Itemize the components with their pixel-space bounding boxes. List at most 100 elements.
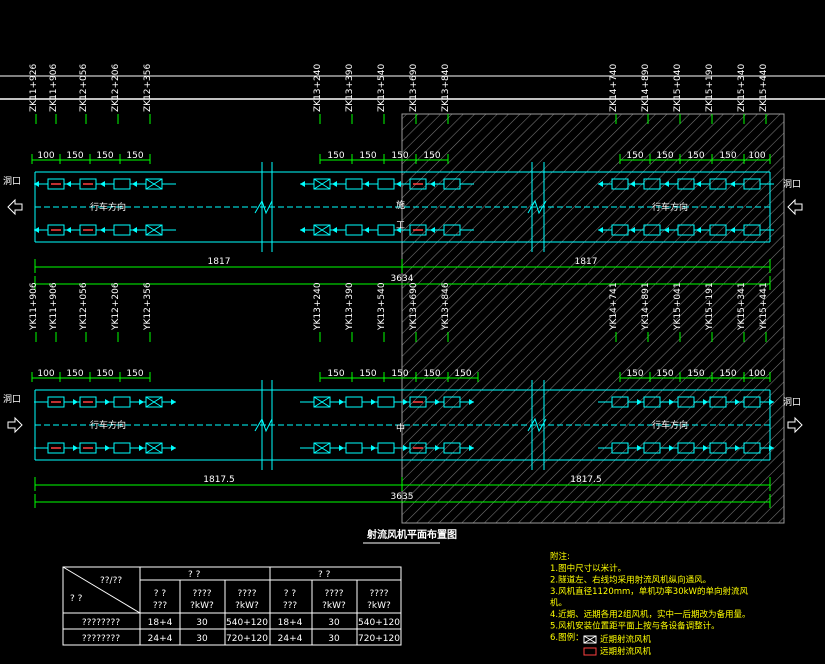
upper-left-spacing-label: 150 (126, 151, 143, 161)
lower-row2-left-fan (113, 442, 131, 454)
note-line: 4.近期、远期各用2组风机，实中一后期改为备用量。 (550, 609, 751, 620)
legend-near-term-fan-label: 近期射流风机 (600, 634, 652, 645)
table-subheader: ???? (324, 589, 343, 599)
upper-span-right: 1817 (575, 257, 598, 267)
upper-portal-arrow-left (7, 198, 23, 216)
upper-left-spacing-label: 100 (37, 151, 54, 161)
hatch-label-3: 中 (396, 422, 405, 434)
upper-left-station-label: ZK11+926 (29, 63, 39, 112)
upper-right-spacing-label: 150 (687, 151, 704, 161)
table-cell: 540+120 (358, 618, 400, 628)
table-cell: 24+4 (278, 634, 303, 644)
lower-right-spacing-label: 100 (748, 369, 765, 379)
lower-right-spacing-label: 150 (719, 369, 736, 379)
lower-row2-mid-fan (377, 442, 395, 454)
upper-right-station-label: ZK15+340 (737, 63, 747, 112)
upper-mid-station-label: ZK13+690 (409, 63, 419, 112)
table-cell: 30 (328, 634, 340, 644)
drawing-title: 射流风机平面布置图 (366, 528, 457, 541)
table-cell: 18+4 (148, 618, 173, 628)
lower-mid-spacing-label: 150 (327, 369, 344, 379)
upper-portal-label-left: 洞口 (3, 176, 21, 187)
upper-portal-arrow-right (787, 198, 803, 216)
lower-portal-arrow-right (787, 416, 803, 434)
lower-mid-station-label: YK13+690 (409, 282, 419, 331)
table-cell: 30 (196, 618, 208, 628)
lower-right-station-label: YK15+041 (673, 282, 683, 331)
legend-near-term-fan-symbol (583, 635, 597, 644)
hatch-label-1: 施 (396, 199, 405, 211)
upper-right-station-label: ZK15+440 (759, 63, 769, 112)
lower-mid-spacing-label: 150 (391, 369, 408, 379)
note-line: 5.风机安装位置距平面上按与各设备调整计。 (550, 621, 720, 632)
lower-right-spacing-label: 150 (687, 369, 704, 379)
lower-mid-spacing-label: 150 (423, 369, 440, 379)
lower-left-station-label: YK11+906 (49, 282, 59, 331)
lower-mid-spacing-label: 150 (359, 369, 376, 379)
upper-row2-mid-fan (345, 224, 363, 236)
upper-right-spacing-label: 150 (656, 151, 673, 161)
table-corner-top: ??/?? (100, 576, 122, 586)
table-subheader-unit: ??? (283, 601, 298, 611)
table-cell: 720+120 (358, 634, 400, 644)
lower-right-station-label: YK14+741 (609, 282, 619, 331)
upper-right-spacing-label: 100 (748, 151, 765, 161)
upper-mid-station-label: ZK13+540 (377, 63, 387, 112)
upper-right-spacing-label: 150 (626, 151, 643, 161)
lower-row1-mid-fan (345, 396, 363, 408)
lower-row1-mid-fan (377, 396, 395, 408)
table-cell: 18+4 (278, 618, 303, 628)
upper-mid-station-label: ZK13+840 (441, 63, 451, 112)
lower-row1-left-fan (113, 396, 131, 408)
upper-mid-station-label: ZK13+240 (313, 63, 323, 112)
lower-mid-spacing-label: 150 (454, 369, 471, 379)
upper-left-station-label: ZK12+056 (79, 63, 89, 112)
note-line: 6.图例： (550, 632, 584, 643)
table-subheader: ???? (192, 589, 211, 599)
table-corner-bottom: ? ? (70, 594, 83, 604)
table-subheader: ???? (369, 589, 388, 599)
fan-quantity-table: ??/?? ? ? ? ? ? ? ? ???????? ?kW????? ?kW?… (62, 566, 402, 646)
construction-hatch-zone (401, 113, 785, 524)
lower-mid-station-label: YK13+846 (441, 282, 451, 331)
table-subheader-unit: ?kW? (367, 601, 391, 611)
upper-mid-station-label: ZK13+390 (345, 63, 355, 112)
table-subheader: ???? (237, 589, 256, 599)
upper-center-label-right: 行车方向 (652, 201, 688, 213)
table-subheader: ? ? (154, 589, 167, 599)
note-line: 3.风机直径1120mm，单机功率30kW的单向射流风 (550, 586, 748, 597)
upper-right-station-label: ZK15+190 (705, 63, 715, 112)
table-row-name: ???????? (82, 634, 120, 644)
lower-left-spacing-label: 150 (66, 369, 83, 379)
drawing-notes: 附注: 1.图中尺寸以米计。2.隧道左、右线均采用射流风机纵向通风。3.风机直径… (550, 551, 751, 657)
upper-right-station-label: ZK14+740 (609, 63, 619, 112)
table-subheader-unit: ?kW? (235, 601, 259, 611)
upper-left-station-label: ZK12+356 (143, 63, 153, 112)
lower-span-right: 1817.5 (570, 475, 602, 485)
table-group-header-1: ? ? (188, 570, 201, 580)
upper-row1-mid-fan (377, 178, 395, 190)
note-line: 机。 (550, 598, 567, 609)
upper-span-left: 1817 (208, 257, 231, 267)
lower-right-spacing-label: 150 (656, 369, 673, 379)
upper-left-station-label: ZK12+206 (111, 63, 121, 112)
upper-left-spacing-label: 150 (96, 151, 113, 161)
upper-portal-label-right: 洞口 (783, 179, 801, 190)
upper-left-spacing-label: 150 (66, 151, 83, 161)
upper-center-label-left: 行车方向 (90, 201, 126, 213)
lower-row2-mid-fan (345, 442, 363, 454)
lower-mid-station-label: YK13+540 (377, 282, 387, 331)
table-group-header-2: ? ? (318, 570, 331, 580)
lower-left-station-label: YK11+906 (29, 282, 39, 331)
table-cell: 720+120 (226, 634, 268, 644)
upper-row2-left-fan (113, 224, 131, 236)
table-subheader-unit: ?kW? (322, 601, 346, 611)
note-line: 1.图中尺寸以米计。 (550, 563, 626, 574)
table-cell: 24+4 (148, 634, 173, 644)
hatch-label-2: 工 (396, 221, 405, 231)
upper-mid-spacing-label: 150 (327, 151, 344, 161)
lower-center-label-right: 行车方向 (652, 419, 688, 431)
notes-heading: 附注: (550, 551, 570, 562)
